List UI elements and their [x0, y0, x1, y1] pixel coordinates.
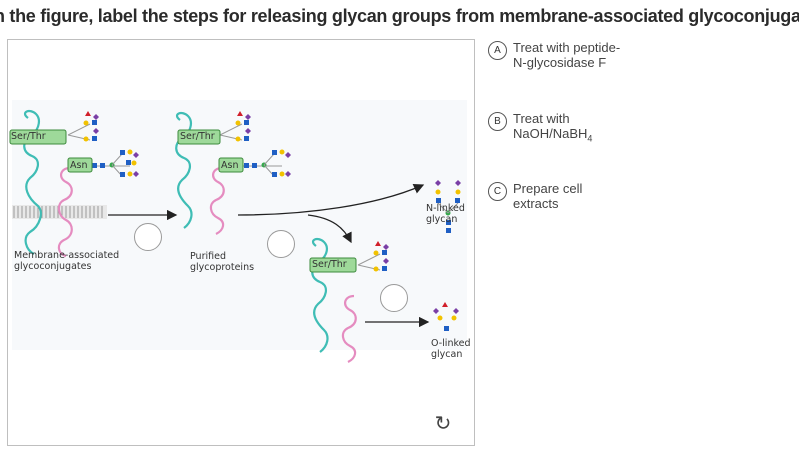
option-b-badge: B [488, 112, 507, 131]
process-arrows [108, 183, 430, 328]
reset-icon[interactable]: ↻ [434, 411, 452, 435]
option-a[interactable]: A Treat with peptide-N-glycosidase F [488, 40, 623, 70]
glycan-symbols [67, 111, 461, 331]
glycoconjugate-diagram [9, 100, 467, 363]
ser-thr-label-2: Ser/Thr [180, 131, 215, 142]
o-linked-glycan-label: O-linked glycan [431, 338, 471, 360]
membrane-associated-label: Membrane-associated glycoconjugates [14, 250, 120, 272]
peptide-boxes [9, 129, 357, 273]
option-b-text: Treat with NaOH/NaBH4 [513, 111, 593, 144]
purified-glycoprotein [175, 111, 225, 235]
step-drop-target-1[interactable] [134, 223, 162, 251]
option-a-text: Treat with peptide-N-glycosidase F [513, 40, 621, 70]
ser-thr-label-3: Ser/Thr [312, 259, 347, 270]
option-c[interactable]: C Prepare cell extracts [488, 181, 623, 211]
step-drop-target-2[interactable] [267, 230, 295, 258]
option-b[interactable]: B Treat with NaOH/NaBH4 [488, 111, 623, 146]
ser-thr-label-1: Ser/Thr [11, 131, 46, 142]
asn-label-2: Asn [221, 160, 239, 171]
figure-panel: Ser/Thr Asn Ser/Thr Asn Ser/Thr Membrane… [7, 39, 475, 446]
purified-glycoproteins-label: Purified glycoproteins [190, 251, 255, 273]
option-c-badge: C [488, 182, 507, 201]
step-drop-target-3[interactable] [380, 284, 408, 312]
option-a-badge: A [488, 41, 507, 60]
asn-label-1: Asn [70, 160, 88, 171]
o-glycoprotein [311, 237, 357, 363]
membrane-glycoconjugate [23, 109, 73, 258]
n-linked-glycan-label: N-linked glycan [426, 203, 465, 225]
option-c-text: Prepare cell extracts [513, 181, 583, 211]
question-text: n the figure, label the steps for releas… [0, 6, 799, 26]
